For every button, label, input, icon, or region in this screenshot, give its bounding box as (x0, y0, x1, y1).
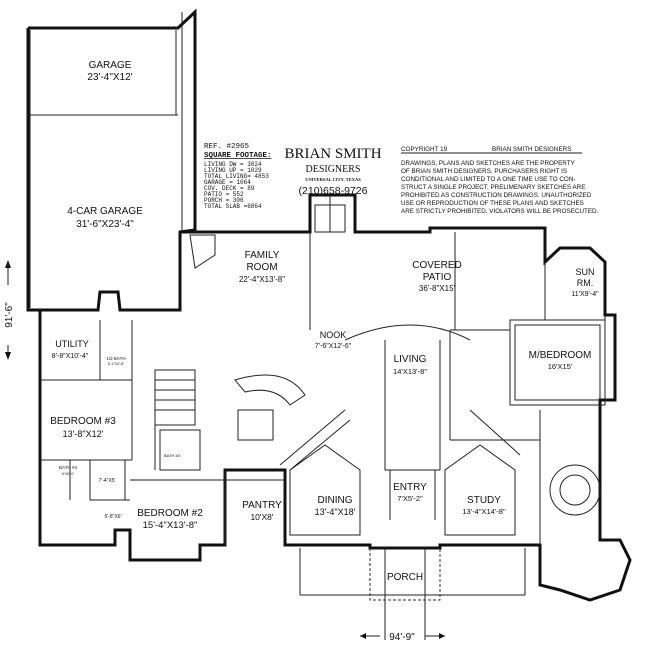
room-label-entry: ENTRY (393, 482, 427, 493)
garage-walls (26, 8, 197, 312)
copyright-line: USE OR REPRODUCTION OF THESE PLANS AND S… (401, 200, 584, 207)
copyright-firm: BRIAN SMITH DESIGNERS (492, 146, 571, 153)
sqft-row: PATIO = 552 (204, 191, 244, 198)
copyright-line: PROHIBITED AS CONSTRUCTION DRAWINGS. UNA… (401, 192, 592, 199)
room-size-utility: 8'-8"X10'-4" (52, 353, 89, 360)
reference-number: REF. #2965 (204, 143, 250, 151)
room-label-living: LIVING (394, 354, 427, 365)
room-label-garage: GARAGE (89, 60, 132, 71)
firm-location: UNIVERSAL CITY, TEXAS (305, 177, 361, 182)
room-label-utility: UTILITY (55, 339, 89, 349)
room-size-nook: 7'-6"X12'-6" (315, 343, 352, 350)
depth-dimension: 91'-6" (4, 260, 15, 360)
room-label-family: FAMILY (245, 250, 280, 261)
room-label-patio: COVERED (412, 260, 461, 271)
firm-phone: (210)658-9726 (299, 185, 368, 197)
room-size-bedroom2: 15'-4"X13'-8" (143, 520, 198, 531)
room-size-closet-2: 5'-8"X6' (104, 514, 121, 520)
room-size-dining: 13'-4"X18' (315, 507, 356, 517)
copyright-line: STRUCT A SINGLE PROJECT. PRELIMENARY SKE… (401, 184, 585, 191)
copyright-line: ARE STRICTLY PROHIBITED. VIOLATORS WILL … (401, 208, 599, 215)
room-label-patio-2: PATIO (423, 272, 452, 283)
sqft-row: TOTAL SLAB =6864 (204, 203, 262, 210)
room-label-porch: PORCH (387, 572, 423, 583)
copyright-notice: COPYRIGHT 19 BRIAN SMITH DESIGNERS DRAWI… (401, 146, 599, 215)
room-label-4-car-garage: 4-CAR GARAGE (67, 206, 143, 217)
room-size-bath4: 6'X6'-4" (62, 472, 75, 476)
room-label-sun-2: RM. (577, 278, 594, 288)
room-size-closet-1: 7'-4"X5' (98, 478, 115, 484)
overall-depth: 91'-6" (4, 302, 15, 328)
room-label-master-bedroom: M/BEDROOM (529, 350, 592, 361)
sqft-row: COV. DECK = 89 (204, 185, 255, 192)
room-size-half-bath: 6'-2"X4'-8" (108, 362, 125, 366)
sqft-row: GARAGE = 1064 (204, 179, 251, 186)
room-label-bedroom2: BEDROOM #2 (137, 508, 203, 519)
room-size-master-bedroom: 16'X15' (548, 362, 573, 371)
room-size-bedroom3: 13'-8"X12' (63, 429, 104, 439)
room-size-4-car-garage: 31'-6"X23'-4" (76, 219, 134, 230)
firm-name: BRIAN SMITH (284, 146, 381, 162)
room-label-bath4: BATH #4 (59, 465, 77, 470)
room-size-study: 13'-4"X14'-8" (462, 507, 506, 516)
overall-width: 94'-9" (389, 632, 415, 643)
room-size-sun: 11'X9'-4" (571, 291, 599, 298)
room-label-sun: SUN (575, 267, 594, 277)
room-size-garage: 23'-4"X12' (87, 72, 132, 83)
room-label-pantry: PANTRY (242, 500, 282, 511)
sqft-row: LIVING UP = 1029 (204, 167, 262, 174)
sqft-row: PORCH = 306 (204, 197, 244, 204)
width-dimension: 94'-9" (360, 632, 445, 643)
copyright-heading: COPYRIGHT 19 (401, 146, 448, 153)
room-size-living: 14'X13'-8" (393, 367, 427, 376)
firm-subtitle: DESIGNERS (305, 164, 360, 175)
sqft-heading: SQUARE FOOTAGE: (204, 152, 272, 160)
copyright-line: CONDITIONAL AND LIMITED TO A ONE TIME US… (401, 176, 575, 183)
porch-outline (299, 548, 526, 640)
house-walls (38, 193, 632, 602)
room-label-nook: NOOK (320, 330, 347, 340)
copyright-line: DRAWINGS, PLANS AND SKETCHES ARE THE PRO… (401, 160, 576, 167)
room-size-pantry: 10'X8' (250, 512, 273, 522)
copyright-line: OF BRIAN SMITH DESIGNERS. PURCHASERS RIG… (401, 168, 567, 175)
room-size-patio: 36'-8"X15' (419, 284, 456, 293)
room-label-half-bath: 1/2 BATH (106, 356, 125, 361)
room-label-bedroom3: BEDROOM #3 (50, 416, 116, 427)
room-label-bath3: BATH #3 (164, 453, 181, 458)
square-footage-block: REF. #2965 SQUARE FOOTAGE: LIVING DW = 3… (204, 143, 272, 210)
sqft-row: LIVING DW = 3824 (204, 161, 262, 168)
room-label-study: STUDY (467, 495, 501, 506)
room-label-dining: DINING (318, 495, 353, 506)
sqft-row: TOTAL LIVING= 4853 (204, 173, 269, 180)
room-size-family: 22'-4"X13'-8" (239, 275, 285, 284)
room-size-entry: 7'X5'-2" (397, 494, 423, 503)
room-label-family-2: ROOM (246, 262, 277, 273)
